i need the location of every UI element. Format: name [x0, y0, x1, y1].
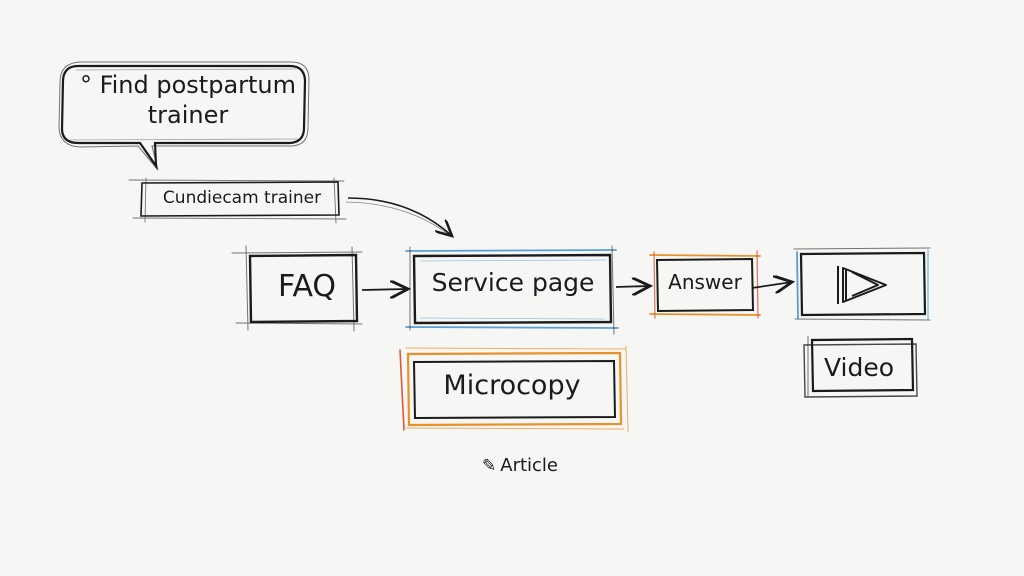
arrow-service-to-answer — [615, 286, 650, 287]
microcopy-label: Microcopy — [443, 370, 581, 401]
service-page-label: Service page — [431, 268, 595, 297]
arrow-faq-to-service — [361, 289, 408, 290]
article-label: Article — [500, 455, 558, 476]
search-box — [128, 177, 347, 224]
video-label: Video — [823, 353, 895, 382]
faq-label: FAQ — [277, 269, 337, 304]
play-icon — [837, 266, 887, 304]
play-box — [793, 247, 931, 321]
answer-box — [649, 250, 761, 319]
arrow-search-to-service — [347, 197, 452, 236]
microcopy-box — [399, 345, 629, 433]
speech-bubble — [58, 61, 310, 171]
article-node: ✎Article — [482, 455, 558, 476]
speech-bubble-text: ° Find postpartum trainer — [79, 71, 297, 129]
answer-label: Answer — [668, 270, 742, 294]
service-page-box — [405, 245, 619, 335]
arrow-answer-to-play — [751, 282, 792, 288]
video-box — [803, 335, 918, 398]
faq-box — [231, 245, 363, 332]
search-box-text: Cundiecam trainer — [162, 188, 322, 208]
pencil-circle-icon: ✎ — [482, 456, 497, 476]
